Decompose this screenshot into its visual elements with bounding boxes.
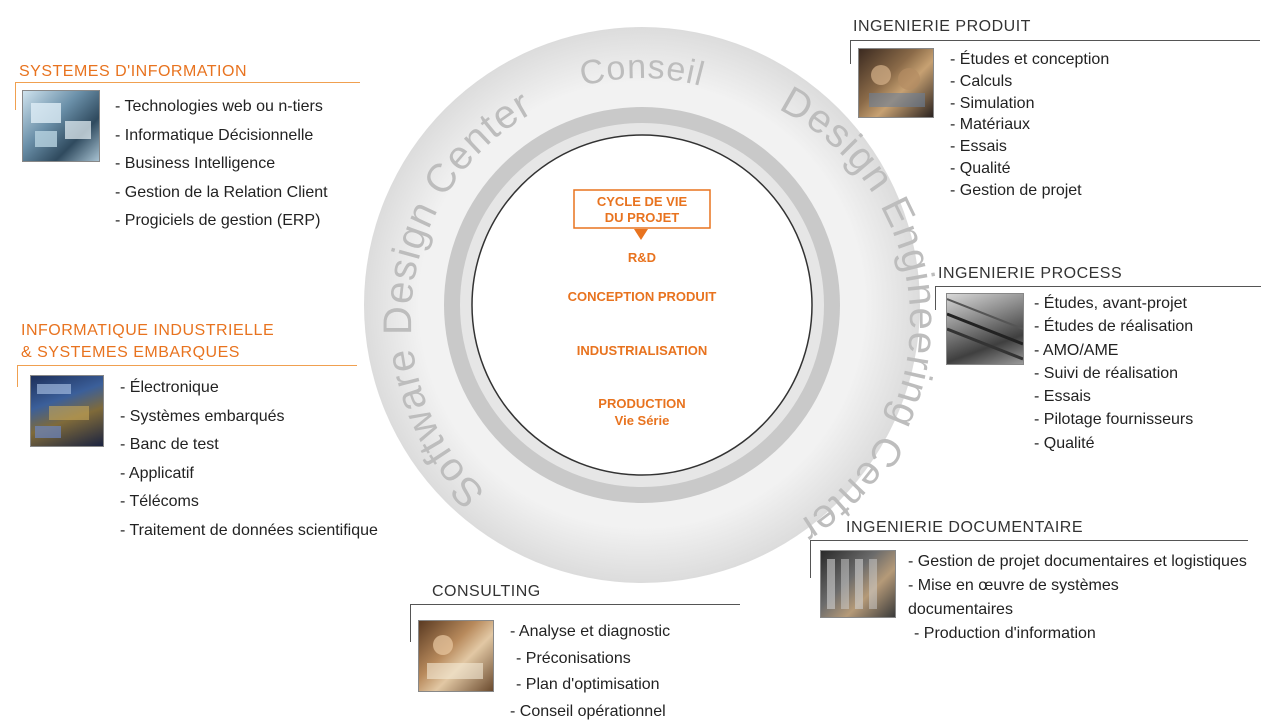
list-item: - Matériaux <box>950 114 1109 136</box>
computer-screens-photo <box>22 90 100 162</box>
list-item: - Qualité <box>950 158 1109 180</box>
section-rule <box>410 604 740 605</box>
item-list: - Analyse et diagnostic - Préconisations… <box>510 619 670 725</box>
list-item: - Analyse et diagnostic <box>510 619 670 646</box>
list-item: - Calculs <box>950 71 1109 93</box>
section-rule <box>17 365 357 366</box>
list-item: - Systèmes embarqués <box>120 403 378 432</box>
section-title: INGENIERIE DOCUMENTAIRE <box>846 518 1083 537</box>
list-item: - Banc de test <box>120 431 378 460</box>
section-title: INGENIERIE PROCESS <box>938 264 1122 283</box>
list-item: - Traitement de données scientifique <box>120 517 378 546</box>
section-rule-vertical <box>410 604 411 642</box>
section-rule-vertical <box>935 286 936 310</box>
section-rule <box>810 540 1248 541</box>
list-item: - Progiciels de gestion (ERP) <box>115 207 328 236</box>
item-list: - Électronique - Systèmes embarqués - Ba… <box>120 374 378 546</box>
list-item: - Qualité <box>1034 432 1193 455</box>
item-list: - Gestion de projet documentaires et log… <box>908 550 1258 646</box>
list-item: - Essais <box>950 136 1109 158</box>
list-item: - Études et conception <box>950 49 1109 71</box>
engineers-meeting-photo <box>858 48 934 118</box>
list-item: - Gestion de projet documentaires et log… <box>908 550 1258 574</box>
list-item: - AMO/AME <box>1034 339 1193 362</box>
list-item: - Business Intelligence <box>115 150 328 179</box>
section-rule-vertical <box>810 540 811 578</box>
section-title-line1: INFORMATIQUE INDUSTRIELLE <box>21 321 274 340</box>
list-item: - Mise en œuvre de systèmes documentaire… <box>908 574 1128 622</box>
stage-production: PRODUCTION <box>542 396 742 411</box>
stage-industrialisation: INDUSTRIALISATION <box>542 343 742 358</box>
section-rule-vertical <box>17 365 18 387</box>
list-item: - Études, avant-projet <box>1034 292 1193 315</box>
stage-rd: R&D <box>542 250 742 265</box>
list-item: - Télécoms <box>120 488 378 517</box>
list-item: - Gestion de la Relation Client <box>115 179 328 208</box>
section-title: SYSTEMES D'INFORMATION <box>19 62 247 81</box>
stage-conception-produit: CONCEPTION PRODUIT <box>542 289 742 304</box>
list-item: - Préconisations <box>510 646 670 673</box>
list-item: - Pilotage fournisseurs <box>1034 408 1193 431</box>
industrial-electronics-photo <box>30 375 104 447</box>
archive-shelves-photo <box>820 550 896 618</box>
list-item: - Plan d'optimisation <box>510 672 670 699</box>
section-rule <box>850 40 1260 41</box>
item-list: - Études et conception - Calculs - Simul… <box>950 49 1109 202</box>
production-line-photo <box>946 293 1024 365</box>
list-item: - Simulation <box>950 93 1109 115</box>
list-item: - Applicatif <box>120 460 378 489</box>
list-item: - Technologies web ou n-tiers <box>115 93 328 122</box>
list-item: - Conseil opérationnel <box>510 699 670 725</box>
section-title: INGENIERIE PRODUIT <box>853 17 1031 36</box>
item-list: - Études, avant-projet - Études de réali… <box>1034 292 1193 455</box>
stage-production-sub: Vie Série <box>542 413 742 428</box>
section-rule <box>935 286 1261 287</box>
list-item: - Gestion de projet <box>950 180 1109 202</box>
list-item: - Suivi de réalisation <box>1034 362 1193 385</box>
list-item: - Essais <box>1034 385 1193 408</box>
list-item: - Électronique <box>120 374 378 403</box>
section-rule-vertical <box>850 40 851 64</box>
list-item: - Production d'information <box>908 622 1258 646</box>
item-list: - Technologies web ou n-tiers - Informat… <box>115 93 328 236</box>
section-rule <box>15 82 360 83</box>
section-title: CONSULTING <box>432 582 541 601</box>
cycle-box-line2: DU PROJET <box>574 210 710 225</box>
section-title-line2: & SYSTEMES EMBARQUES <box>21 343 240 362</box>
section-rule-vertical <box>15 82 16 110</box>
cycle-box-line1: CYCLE DE VIE <box>574 194 710 209</box>
list-item: - Informatique Décisionnelle <box>115 122 328 151</box>
consultants-desk-photo <box>418 620 494 692</box>
list-item: - Études de réalisation <box>1034 315 1193 338</box>
